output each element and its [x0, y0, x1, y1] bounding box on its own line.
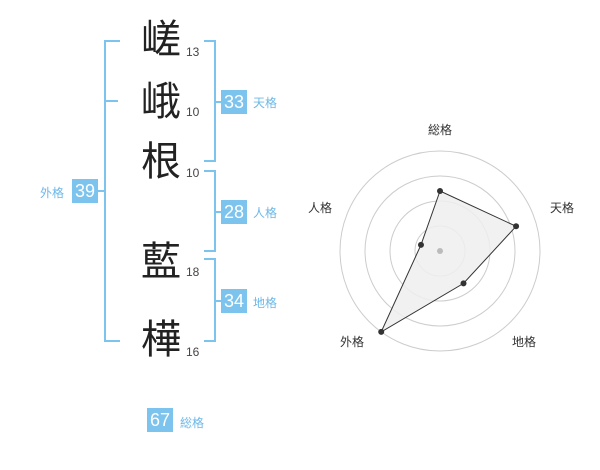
chikaku-value: 34	[221, 289, 247, 313]
radar-area	[380, 190, 517, 334]
radar-point	[460, 280, 467, 287]
gaikaku-bracket-tick-connector	[97, 190, 105, 192]
radar-point	[378, 328, 385, 335]
gaikaku-bracket-tick	[104, 100, 118, 102]
radar-axis-label-jinkaku: 人格	[308, 200, 332, 215]
gaikaku-value: 39	[72, 179, 98, 203]
jinkaku-label: 人格	[253, 206, 278, 220]
chikaku-bracket-connector	[214, 300, 222, 302]
radar-axis-label-gaikaku: 外格	[340, 334, 364, 349]
jinkaku-bracket-connector	[214, 211, 222, 213]
radar-axis-label-tenkaku: 天格	[550, 200, 574, 215]
name-char-4: 藍	[141, 239, 181, 285]
radar-axis-label-soukaku: 総格	[428, 122, 452, 137]
tenkaku-value: 33	[221, 90, 247, 114]
radar-point	[437, 188, 443, 194]
stroke-count-2: 10	[186, 105, 200, 119]
tenkaku-label: 天格	[253, 96, 278, 110]
soukaku-value: 67	[147, 408, 173, 432]
stroke-count-4: 18	[186, 265, 200, 279]
name-char-2: 峨	[141, 79, 181, 125]
tenkaku-bracket-connector	[214, 101, 222, 103]
stroke-count-5: 16	[186, 345, 200, 359]
radar-points	[378, 188, 520, 335]
soukaku-label: 総格	[180, 416, 205, 430]
name-char-5: 樺	[141, 317, 181, 363]
stroke-count-3: 10	[186, 166, 200, 180]
radar-ring	[339, 150, 541, 352]
chikaku-label: 地格	[253, 296, 278, 310]
radar-point	[513, 223, 520, 230]
name-char-1: 嵯	[141, 17, 181, 63]
stroke-count-1: 13	[186, 45, 200, 59]
name-char-3: 根	[141, 139, 181, 185]
radar-point	[417, 241, 424, 248]
radar-axis-label-chikaku: 地格	[512, 334, 536, 349]
jinkaku-value: 28	[221, 200, 247, 224]
gaikaku-label: 外格	[40, 186, 65, 200]
radar-center-dot	[437, 248, 443, 254]
radar-ring	[364, 175, 516, 327]
gaikaku-bracket	[104, 40, 120, 342]
